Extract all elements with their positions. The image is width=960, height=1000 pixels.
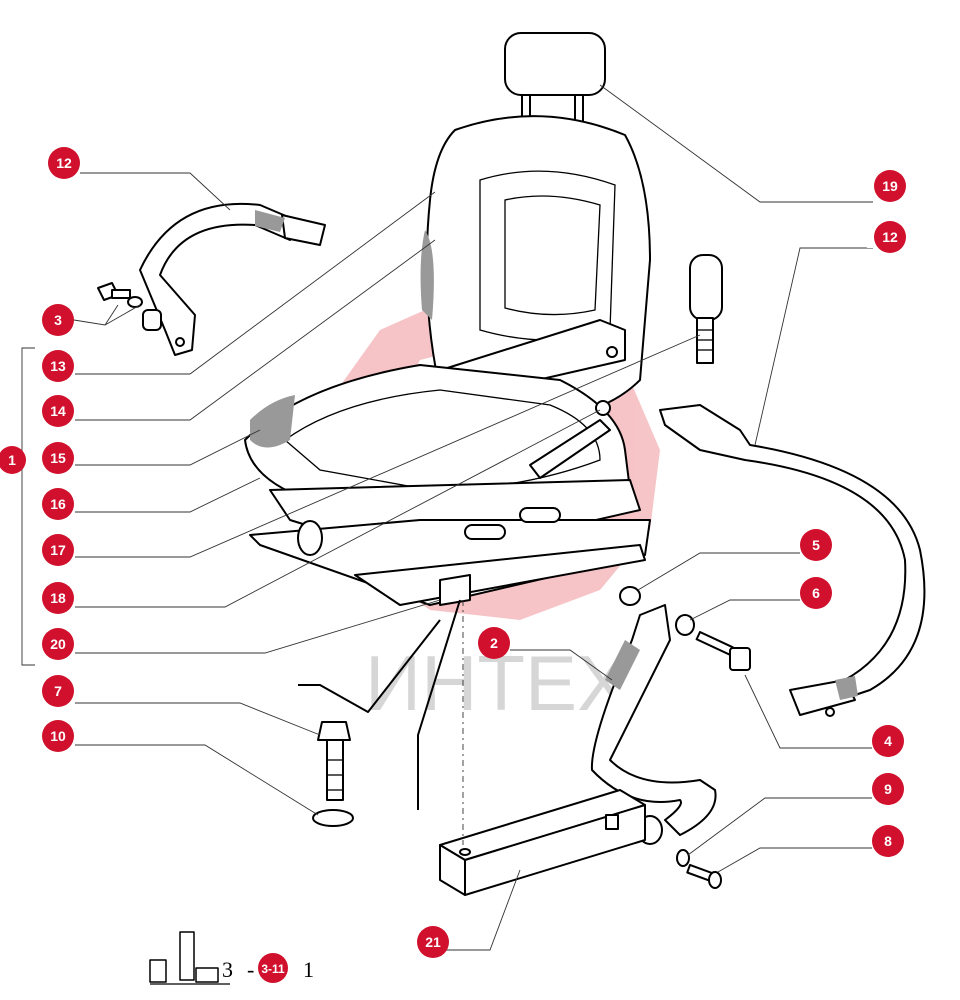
svg-text:1: 1 <box>34 739 42 755</box>
callout-14[interactable]: 1 14 <box>34 395 74 431</box>
callout-16[interactable]: 1 16 <box>34 488 74 523</box>
crank-path-line <box>298 619 441 713</box>
crank-path-line-2 <box>417 599 461 810</box>
callout-1[interactable]: 1 <box>0 446 26 474</box>
svg-text:15: 15 <box>50 450 66 466</box>
callout-5[interactable]: 5 <box>800 529 832 561</box>
svg-text:1: 1 <box>34 460 42 476</box>
washer-9 <box>676 849 690 867</box>
callout-12a[interactable]: 1 12 <box>38 147 80 183</box>
svg-text:1: 1 <box>34 601 42 617</box>
seat-belt-left <box>139 202 326 356</box>
callout-8[interactable]: 8 <box>872 825 904 857</box>
svg-text:10: 10 <box>50 728 66 744</box>
seat-belt-right <box>659 404 926 717</box>
svg-text:19: 19 <box>882 178 898 194</box>
svg-text:1: 1 <box>34 369 42 385</box>
leader-lines <box>73 84 873 951</box>
callout-2[interactable]: 2 <box>478 627 510 659</box>
svg-text:21: 21 <box>425 934 441 950</box>
callout-15[interactable]: 1 15 <box>34 442 74 476</box>
svg-text:8: 8 <box>884 833 892 849</box>
footer-dash: - <box>247 957 254 982</box>
bolt-and-spacer-3 <box>97 282 162 331</box>
svg-text:1: 1 <box>8 452 16 468</box>
svg-text:1: 1 <box>866 235 874 251</box>
callout-20[interactable]: 2 20 <box>31 628 74 663</box>
group-bracket <box>21 347 35 666</box>
seat-thumbnail-icon <box>149 931 230 985</box>
svg-text:1: 1 <box>38 167 46 183</box>
svg-text:12: 12 <box>882 229 898 245</box>
svg-text:1: 1 <box>34 507 42 523</box>
svg-text:6: 6 <box>812 585 820 601</box>
callout-9[interactable]: 9 <box>872 773 904 805</box>
footer-prefix: 3 <box>222 957 233 982</box>
footer-suffix: 1 <box>303 957 314 982</box>
callout-10[interactable]: 1 10 <box>34 720 74 755</box>
svg-text:16: 16 <box>50 496 66 512</box>
svg-text:5: 5 <box>812 537 820 553</box>
svg-text:7: 7 <box>54 683 62 699</box>
washer-10 <box>312 809 354 827</box>
svg-text:1: 1 <box>866 184 874 200</box>
bolt-4 <box>695 631 751 671</box>
extension-bar-21 <box>439 789 646 896</box>
svg-text:18: 18 <box>50 590 66 606</box>
callout-7[interactable]: 7 <box>42 675 74 707</box>
bolt-7 <box>317 721 351 801</box>
footer-callout[interactable]: 3-11 <box>258 953 288 983</box>
nut-5 <box>619 586 641 606</box>
lever-knob <box>689 254 723 364</box>
callout-21[interactable]: 2 21 <box>409 926 449 958</box>
callout-4[interactable]: 4 <box>872 725 904 757</box>
footer-reference: 3 - 3-11 1 <box>149 931 314 985</box>
bolt-8 <box>686 864 722 889</box>
callout-12b[interactable]: 1 12 <box>866 221 906 253</box>
svg-text:13: 13 <box>50 358 66 374</box>
svg-text:3: 3 <box>54 312 62 328</box>
callout-13[interactable]: 1 13 <box>34 350 74 385</box>
svg-text:1: 1 <box>34 415 42 431</box>
svg-text:12: 12 <box>56 155 72 171</box>
callout-6[interactable]: 6 <box>800 577 832 609</box>
svg-text:2: 2 <box>490 635 498 651</box>
callout-3[interactable]: 3 <box>42 304 74 336</box>
svg-text:17: 17 <box>50 542 66 558</box>
svg-text:14: 14 <box>50 403 66 419</box>
svg-text:9: 9 <box>884 781 892 797</box>
svg-text:3-11: 3-11 <box>261 962 285 976</box>
svg-text:20: 20 <box>50 636 66 652</box>
svg-text:2: 2 <box>31 647 39 663</box>
washer-6 <box>675 614 695 636</box>
seat-lever <box>529 400 611 479</box>
svg-text:4: 4 <box>884 733 892 749</box>
svg-text:1: 1 <box>34 552 42 568</box>
svg-text:2: 2 <box>409 942 417 958</box>
callout-19[interactable]: 1 19 <box>866 170 906 202</box>
callout-18[interactable]: 1 18 <box>34 582 74 617</box>
callout-17[interactable]: 1 17 <box>34 534 74 568</box>
headrest <box>504 32 606 126</box>
